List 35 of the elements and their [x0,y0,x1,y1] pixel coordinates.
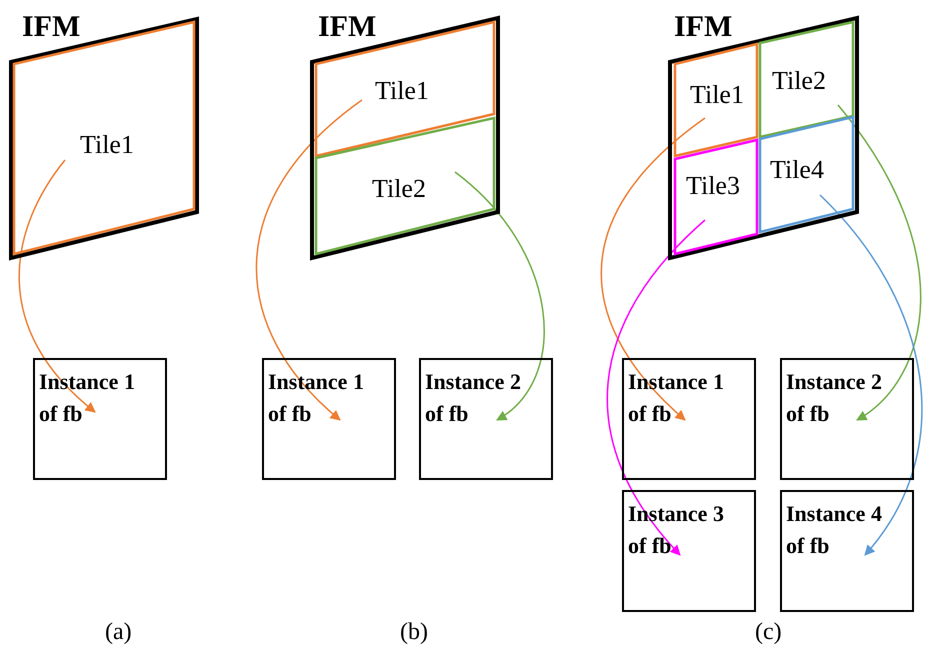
curved-arrow [454,171,545,421]
curved-arrow [837,104,922,421]
tile-label: Tile2 [772,68,826,94]
tile-label: Tile1 [375,78,429,104]
panel-caption: (b) [400,620,428,644]
panel-caption: (a) [105,620,132,644]
instance-box [780,490,914,612]
tile-label: Tile2 [372,176,426,202]
tile-label: Tile1 [80,132,134,158]
frame-heading: IFM [318,12,376,42]
tile-parallelogram [674,43,758,157]
tile-parallelogram [315,117,496,256]
tile-label: Tile1 [690,82,744,108]
frame-heading: IFM [22,12,80,42]
instance-box [262,358,396,480]
tile-parallelogram [759,116,854,233]
curved-arrow [819,194,923,556]
instance-box [33,358,167,480]
instance-label: Instance 2 of fb [786,368,883,428]
instance-box [622,490,756,612]
curved-arrow [606,219,706,556]
instance-box [780,358,914,480]
instance-label: Instance 2 of fb [425,368,522,428]
curved-arrow [600,117,706,421]
tile-label: Tile4 [770,157,824,183]
frame-heading: IFM [674,12,732,42]
instance-label: Instance 4 of fb [786,500,883,560]
tile-parallelogram [674,139,758,255]
instance-box [622,358,756,480]
curved-arrow [256,99,362,421]
tile-parallelogram [759,21,854,138]
instance-box [419,358,553,480]
panel-caption: (c) [755,620,782,644]
tile-label: Tile3 [686,173,740,199]
curved-arrow [18,160,96,413]
